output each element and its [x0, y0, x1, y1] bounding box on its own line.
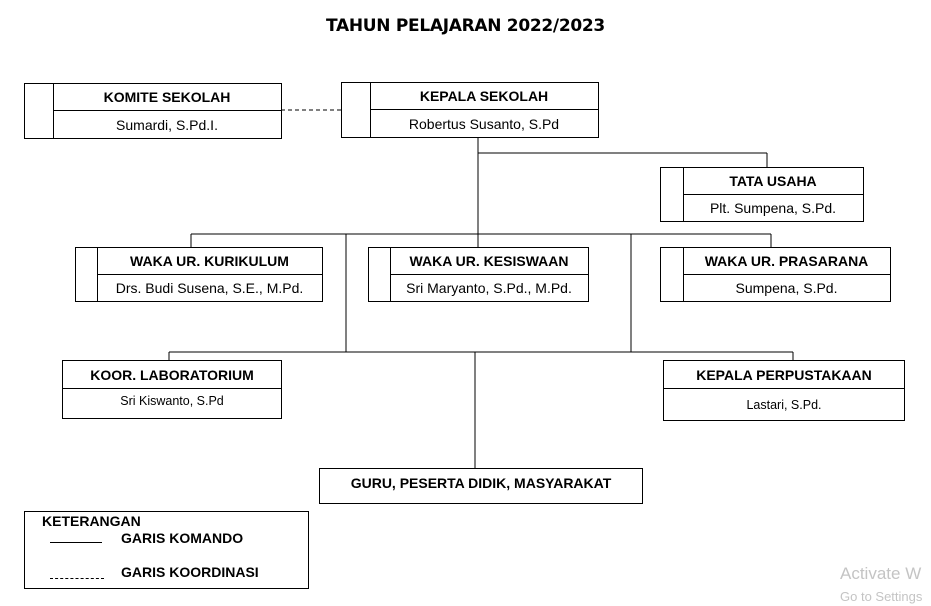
box-guru-peserta-didik-masyarakat: GURU, PESERTA DIDIK, MASYARAKAT: [319, 468, 643, 504]
legend-command-label: GARIS KOMANDO: [121, 530, 244, 546]
activation-watermark: Activate W: [840, 564, 922, 583]
box-stub: [25, 84, 54, 138]
box-kepala-perpustakaan: KEPALA PERPUSTAKAAN Lastari, S.Pd.: [663, 360, 905, 421]
box-stub: [661, 168, 684, 221]
box-kepala-sekolah: KEPALA SEKOLAH Robertus Susanto, S.Pd: [341, 82, 599, 138]
box-name: Sri Kiswanto, S.Pd: [120, 393, 224, 408]
box-name: Lastari, S.Pd.: [746, 397, 822, 412]
box-name: Sri Maryanto, S.Pd., M.Pd.: [406, 280, 572, 296]
box-title: WAKA UR. PRASARANA: [683, 248, 890, 275]
box-title: WAKA UR. KURIKULUM: [97, 248, 322, 275]
box-title: GURU, PESERTA DIDIK, MASYARAKAT: [350, 475, 612, 491]
box-stub: [342, 83, 371, 137]
box-name: Drs. Budi Susena, S.E., M.Pd.: [115, 280, 304, 296]
box-name: Plt. Sumpena, S.Pd.: [709, 200, 837, 216]
box-stub: [76, 248, 98, 301]
legend: KETERANGAN GARIS KOMANDO GARIS KOORDINAS…: [24, 511, 309, 589]
legend-coordination-label: GARIS KOORDINASI: [121, 564, 259, 580]
box-tata-usaha: TATA USAHA Plt. Sumpena, S.Pd.: [660, 167, 864, 222]
box-komite-sekolah: KOMITE SEKOLAH Sumardi, S.Pd.I.: [24, 83, 282, 139]
box-waka-kesiswaan: WAKA UR. KESISWAAN Sri Maryanto, S.Pd., …: [368, 247, 589, 302]
box-stub: [369, 248, 391, 301]
box-name: Robertus Susanto, S.Pd: [408, 115, 560, 132]
box-waka-prasarana: WAKA UR. PRASARANA Sumpena, S.Pd.: [660, 247, 891, 302]
legend-dashed-line: [50, 578, 104, 579]
box-stub: [661, 248, 684, 301]
chart-title: TAHUN PELAJARAN 2022/2023: [326, 16, 605, 36]
box-title: KOOR. LABORATORIUM: [63, 361, 281, 389]
box-waka-kurikulum: WAKA UR. KURIKULUM Drs. Budi Susena, S.E…: [75, 247, 323, 302]
box-title: WAKA UR. KESISWAAN: [390, 248, 588, 275]
box-koor-laboratorium: KOOR. LABORATORIUM Sri Kiswanto, S.Pd: [62, 360, 282, 419]
legend-title: KETERANGAN: [42, 513, 141, 529]
box-title: TATA USAHA: [683, 168, 863, 195]
legend-solid-line: [50, 542, 102, 543]
box-title: KEPALA SEKOLAH: [370, 83, 598, 110]
box-name: Sumardi, S.Pd.I.: [116, 116, 218, 133]
activation-watermark-sub: Go to Settings: [840, 589, 923, 604]
box-name: Sumpena, S.Pd.: [735, 280, 838, 296]
box-title: KEPALA PERPUSTAKAAN: [664, 361, 904, 389]
box-title: KOMITE SEKOLAH: [53, 84, 281, 111]
